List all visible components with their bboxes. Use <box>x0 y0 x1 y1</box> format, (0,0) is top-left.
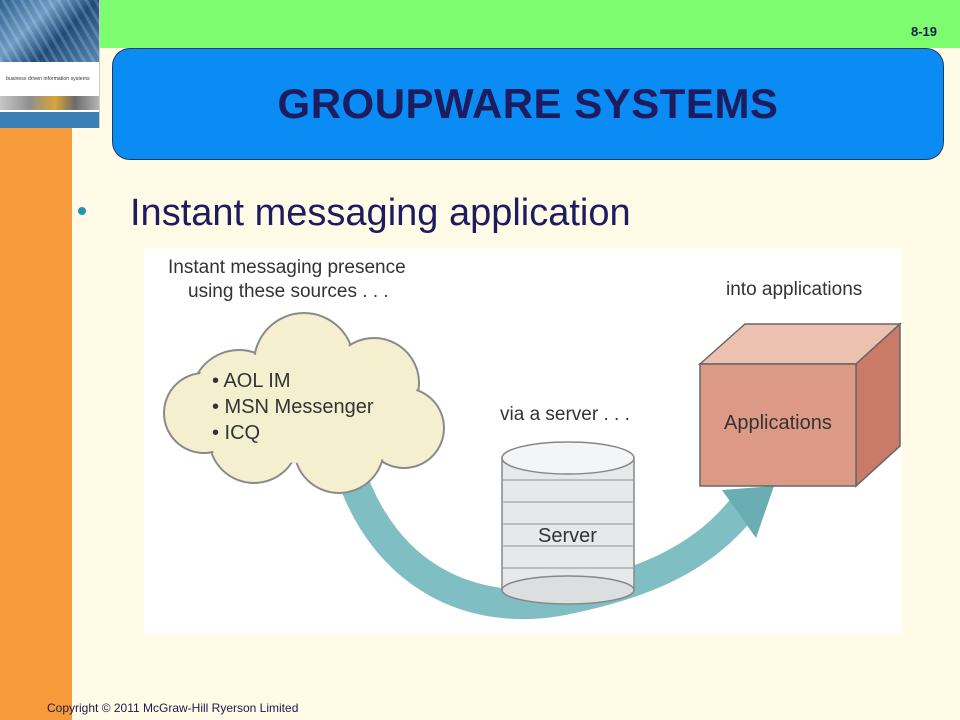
bullet-text: Instant messaging application <box>130 192 631 234</box>
slide-title: GROUPWARE SYSTEMS <box>277 80 779 127</box>
slide-number: 8-19 <box>911 24 938 39</box>
bullet-dot <box>78 207 86 215</box>
applications-box <box>698 322 902 488</box>
cover-title: business driven information systems <box>6 76 90 82</box>
caption-apps: into applications <box>726 279 863 300</box>
source-item-aol: • AOL IM <box>212 370 291 392</box>
sources-cloud <box>163 312 445 494</box>
cover-image-strip <box>0 96 99 110</box>
caption-sources-line1: Instant messaging presence <box>168 257 406 278</box>
im-diagram: Instant messaging presence using these s… <box>144 248 902 634</box>
book-cover-thumbnail: business driven information systems <box>0 0 100 128</box>
cover-photo <box>0 0 99 62</box>
copyright-notice: Copyright © 2011 McGraw-Hill Ryerson Lim… <box>47 701 299 715</box>
im-diagram-graphic <box>163 312 902 620</box>
cover-authors-bar <box>0 112 99 128</box>
top-accent-bar <box>100 0 960 48</box>
caption-sources-line2: using these sources . . . <box>188 281 389 302</box>
applications-label: Applications <box>724 412 832 434</box>
source-item-msn: • MSN Messenger <box>212 396 374 418</box>
caption-server: via a server . . . <box>500 404 630 425</box>
source-item-icq: • ICQ <box>212 422 261 444</box>
server-label: Server <box>538 525 597 547</box>
title-banner: GROUPWARE SYSTEMS <box>112 48 944 160</box>
server-cylinder <box>501 441 635 605</box>
flow-arrowhead <box>722 486 774 538</box>
